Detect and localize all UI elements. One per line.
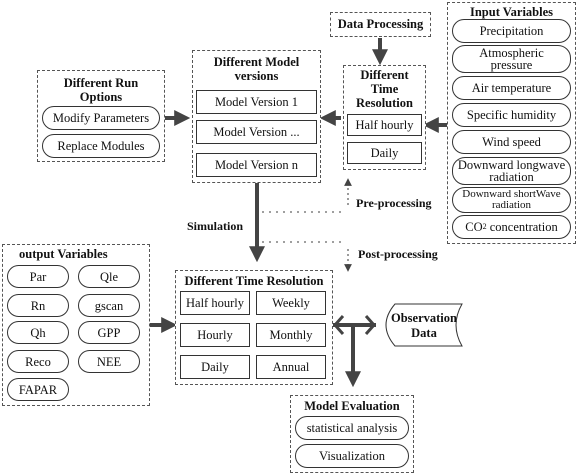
time-res-daily: Daily	[347, 142, 422, 164]
input-precipitation: Precipitation	[452, 19, 571, 43]
input-specific-humidity: Specific humidity	[452, 103, 571, 127]
post-processing-label: Post-processing	[358, 247, 438, 261]
input-longwave-radiation: Downward longwave radiation	[452, 157, 571, 185]
bottom-res-weekly: Weekly	[256, 291, 326, 315]
model-evaluation-title: Model Evaluation	[304, 399, 400, 413]
model-version-1: Model Version 1	[196, 90, 317, 114]
bottom-res-annual: Annual	[256, 355, 326, 379]
time-resolution-top-title: Different Time Resolution	[356, 68, 413, 110]
run-options-title: Different Run Options	[63, 76, 139, 104]
output-par: Par	[7, 265, 69, 288]
replace-modules: Replace Modules	[42, 134, 160, 158]
simulation-label: Simulation	[187, 219, 244, 233]
bottom-res-daily: Daily	[180, 355, 250, 379]
output-reco: Reco	[7, 350, 69, 373]
observation-data-label: Observation Data	[391, 311, 457, 340]
bottom-res-monthly: Monthly	[256, 323, 326, 347]
time-resolution-bottom-title: Different Time Resolution	[184, 274, 324, 288]
model-version-ellipsis: Model Version ...	[196, 120, 317, 144]
output-gscan: gscan	[78, 294, 140, 317]
visualization: Visualization	[295, 444, 409, 468]
output-qh: Qh	[7, 321, 69, 344]
pre-processing-label: Pre-processing	[356, 196, 432, 210]
time-res-half-hourly: Half hourly	[347, 114, 422, 136]
output-variables-title: output Variables	[19, 247, 108, 261]
statistical-analysis: statistical analysis	[295, 416, 409, 440]
data-processing-box: Data Processing	[330, 12, 431, 37]
model-versions-title: Different Model versions	[213, 55, 300, 83]
output-gpp: GPP	[78, 321, 140, 344]
output-nee: NEE	[78, 350, 140, 373]
modify-parameters: Modify Parameters	[42, 106, 160, 130]
output-rn: Rn	[7, 294, 69, 317]
input-shortwave-radiation: Downward shortWave radiation	[452, 187, 571, 213]
input-air-temperature: Air temperature	[452, 76, 571, 100]
bottom-res-hourly: Hourly	[180, 323, 250, 347]
bottom-res-half-hourly: Half hourly	[180, 291, 250, 315]
input-variables-title: Input Variables	[469, 5, 554, 19]
data-processing-label: Data Processing	[337, 17, 424, 31]
model-version-n: Model Version n	[196, 153, 317, 177]
input-atmospheric-pressure: Atmospheric pressure	[452, 45, 571, 73]
output-qle: Qle	[78, 265, 140, 288]
observation-shape	[385, 303, 463, 347]
input-wind-speed: Wind speed	[452, 130, 571, 154]
output-fapar: FAPAR	[7, 378, 69, 401]
